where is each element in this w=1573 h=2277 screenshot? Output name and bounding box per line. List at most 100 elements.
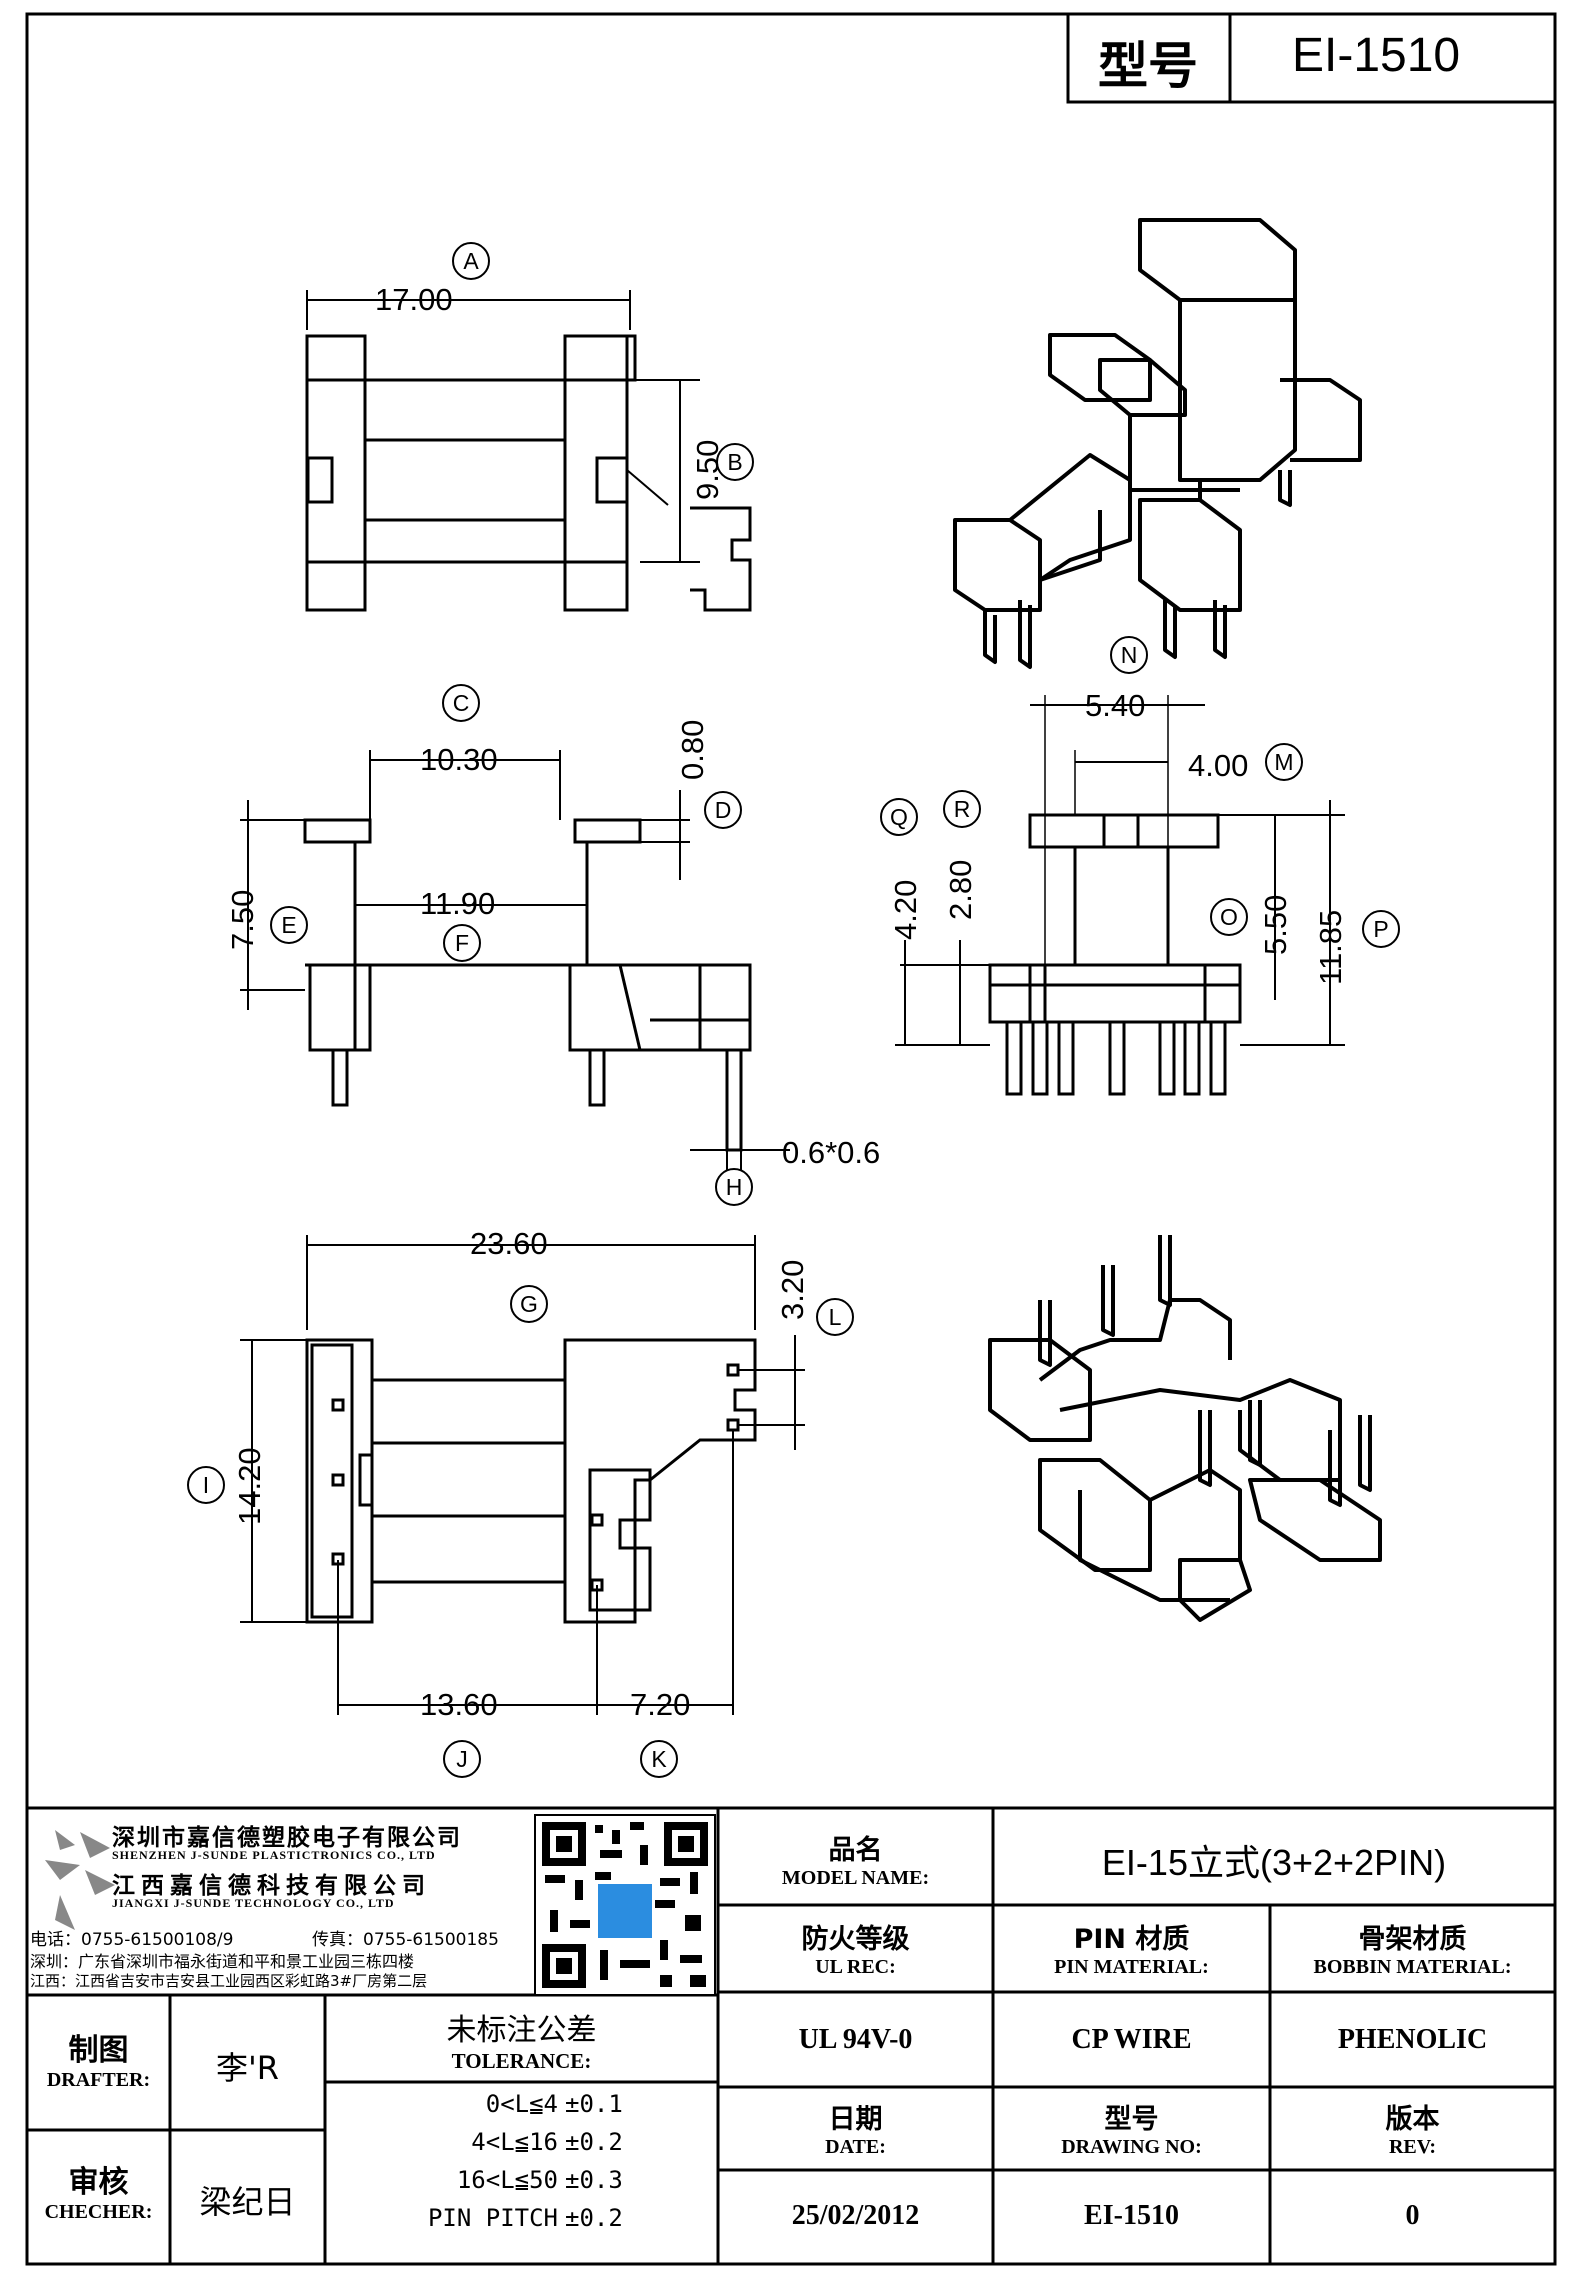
date-value: 25/02/2012: [791, 2200, 920, 2231]
drafter-label: 制图 DRAFTER:: [27, 2025, 170, 2092]
rev-label-en: REV:: [1388, 2136, 1437, 2158]
callout-q: Q: [880, 798, 918, 836]
tolerance-row: 0<L≦4 ±0.1: [325, 2090, 718, 2128]
title-block-grid: [27, 1806, 1555, 2264]
ul-rec-label-cn: 防火等级: [801, 1924, 910, 1955]
drawing-no-value: EI-1510: [1084, 2200, 1179, 2231]
dim-p-value: 11.85: [1313, 909, 1348, 985]
model-name-label: 品名 MODEL NAME:: [718, 1828, 993, 1890]
company-name-en-2: JIANGXI J-SUNDE TECHNOLOGY CO., LTD: [112, 1896, 395, 1910]
ul-rec-label: 防火等级 UL REC:: [718, 1917, 993, 1979]
dim-e-value: 7.50: [225, 889, 260, 950]
tolerance-range: 0<L≦4: [485, 2090, 558, 2118]
callout-n: N: [1110, 636, 1148, 674]
tolerance-value: ±0.3: [565, 2166, 623, 2194]
dim-n-value: 5.40: [1085, 688, 1146, 723]
tolerance-value: ±0.1: [565, 2090, 623, 2118]
sheet-border: [25, 12, 1557, 2266]
callout-p: P: [1362, 910, 1400, 948]
company-name-cn-1: 深圳市嘉信德塑胶电子有限公司: [112, 1825, 462, 1851]
callout-e: E: [270, 906, 308, 944]
dim-m-value: 4.00: [1188, 748, 1249, 783]
company-phone: 电话：0755-61500108/9: [30, 1930, 234, 1950]
date-label-cn: 日期: [828, 2104, 883, 2135]
front-view: [240, 750, 790, 1170]
dim-r-value: 2.80: [943, 859, 978, 920]
header-model-value: EI-1510: [1292, 29, 1461, 82]
rev-value: 0: [1405, 2200, 1420, 2231]
callout-o: O: [1210, 898, 1248, 936]
model-name-label-cn: 品名: [828, 1835, 883, 1866]
date-label-en: DATE:: [825, 2136, 886, 2158]
bobbin-material-value: PHENOLIC: [1337, 2024, 1488, 2055]
callout-d: D: [704, 791, 742, 829]
company-address-jiangxi: 江西：江西省吉安市吉安县工业园西区彩虹路3#厂房第二层: [30, 1972, 428, 1990]
callout-i: I: [187, 1466, 225, 1504]
bobbin-material-label: 骨架材质 BOBBIN MATERIAL:: [1270, 1917, 1555, 1979]
tolerance-label: 未标注公差 TOLERANCE:: [325, 2005, 718, 2074]
iso-view-bottom: [988, 1235, 1382, 1622]
dim-o-value: 5.50: [1258, 894, 1293, 955]
company-logo: [45, 1830, 115, 1930]
checker-label: 审核 CHECHER:: [27, 2157, 170, 2224]
callout-j: J: [443, 1740, 481, 1778]
pin-material-value: CP WIRE: [1071, 2024, 1192, 2055]
drafter-label-cn: 制图: [68, 2033, 129, 2068]
drafter-value: 李'R: [215, 2049, 280, 2087]
tolerance-label-en: TOLERANCE:: [451, 2049, 592, 2073]
dim-a-value: 17.00: [375, 282, 453, 317]
qr-code-image: [534, 1814, 716, 1996]
iso-view-top: [953, 218, 1362, 669]
callout-m: M: [1265, 743, 1303, 781]
dim-j-value: 13.60: [420, 1687, 498, 1722]
side-view: [895, 695, 1345, 1096]
tolerance-row: 4<L≦16 ±0.2: [325, 2128, 718, 2166]
dim-l-value: 3.20: [775, 1259, 810, 1320]
drawing-no-label-en: DRAWING NO:: [1061, 2136, 1202, 2158]
tolerance-range: 4<L≦16: [471, 2128, 558, 2156]
callout-k: K: [640, 1740, 678, 1778]
callout-f: F: [443, 924, 481, 962]
company-name-en-1: SHENZHEN J-SUNDE PLASTICTRONICS CO., LTD: [112, 1848, 436, 1862]
bobbin-material-label-cn: 骨架材质: [1358, 1924, 1467, 1955]
company-name-cn-2: 江西嘉信德科技有限公司: [112, 1873, 431, 1899]
dim-c-value: 10.30: [420, 742, 498, 777]
model-name-label-en: MODEL NAME:: [781, 1867, 930, 1889]
callout-b: B: [716, 443, 754, 481]
checker-label-en: CHECHER:: [44, 2201, 153, 2223]
dim-h-value: 0.6*0.6: [782, 1135, 881, 1170]
callout-a: A: [452, 242, 490, 280]
dim-k-value: 7.20: [630, 1687, 691, 1722]
pin-material-label: PIN 材质 PIN MATERIAL:: [993, 1917, 1270, 1979]
tolerance-value: ±0.2: [565, 2204, 623, 2232]
callout-r: R: [943, 790, 981, 828]
header-box: [1066, 12, 1557, 104]
rev-label-cn: 版本: [1385, 2104, 1440, 2135]
callout-g: G: [510, 1285, 548, 1323]
bottom-view: [240, 1235, 805, 1715]
rev-label: 版本 REV:: [1270, 2097, 1555, 2159]
date-label: 日期 DATE:: [718, 2097, 993, 2159]
drawing-no-label-cn: 型号: [1104, 2104, 1159, 2135]
bobbin-material-label-en: BOBBIN MATERIAL:: [1313, 1956, 1512, 1978]
top-view: [305, 290, 752, 612]
checker-label-cn: 审核: [68, 2165, 129, 2200]
tolerance-label-cn: 未标注公差: [446, 2013, 597, 2048]
callout-h: H: [715, 1168, 753, 1206]
model-name-value: EI-15立式(3+2+2PIN): [1101, 1842, 1447, 1883]
dim-i-value: 14.20: [232, 1447, 267, 1525]
drafter-label-en: DRAFTER:: [46, 2069, 151, 2091]
dim-d-value: 0.80: [675, 719, 710, 780]
tolerance-value: ±0.2: [565, 2128, 623, 2156]
drawing-no-label: 型号 DRAWING NO:: [993, 2097, 1270, 2159]
dim-g-value: 23.60: [470, 1226, 548, 1261]
ul-rec-label-en: UL REC:: [815, 1956, 896, 1978]
checker-value: 梁纪日: [199, 2183, 296, 2221]
pin-material-label-en: PIN MATERIAL:: [1054, 1956, 1209, 1978]
tolerance-row: PIN PITCH ±0.2: [325, 2204, 718, 2242]
pin-material-label-cn: PIN 材质: [1073, 1924, 1190, 1955]
callout-l: L: [816, 1298, 854, 1336]
tolerance-row: 16<L≦50 ±0.3: [325, 2166, 718, 2204]
ul-rec-value: UL 94V-0: [798, 2024, 913, 2055]
